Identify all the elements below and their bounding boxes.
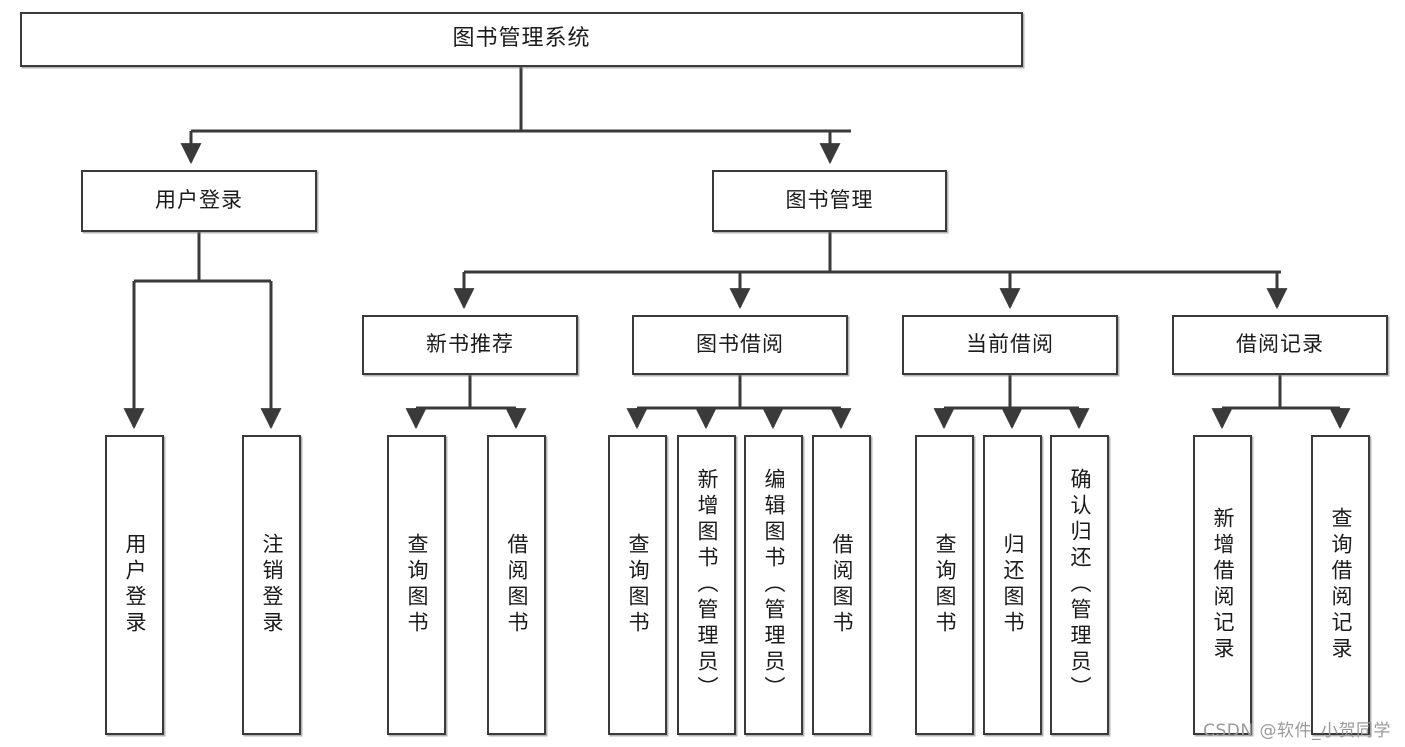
- node-leaf-logout-label: 注销登录: [260, 533, 284, 637]
- node-leaf-query-record-label: 查询借阅记录: [1329, 507, 1353, 663]
- node-leaf-query-book-1-label: 查询图书: [405, 533, 429, 637]
- node-leaf-borrow-book-2-label: 借阅图书: [830, 533, 854, 637]
- node-user-login[interactable]: 用户登录: [81, 170, 317, 232]
- node-leaf-user-login-label: 用户登录: [123, 533, 147, 637]
- node-leaf-confirm-return-label: 确认归还（管理员）: [1068, 468, 1092, 702]
- node-leaf-query-record[interactable]: 查询借阅记录: [1311, 435, 1370, 735]
- node-leaf-borrow-book-1[interactable]: 借阅图书: [487, 435, 546, 735]
- node-leaf-query-book-2-label: 查询图书: [626, 533, 650, 637]
- node-user-login-label: 用户登录: [155, 188, 243, 213]
- node-book-manage-label: 图书管理: [785, 188, 874, 213]
- node-book-borrow-label: 图书借阅: [696, 332, 784, 357]
- node-leaf-borrow-book-2[interactable]: 借阅图书: [812, 435, 871, 735]
- node-root-system-label: 图书管理系统: [452, 26, 591, 52]
- node-leaf-add-record-label: 新增借阅记录: [1211, 507, 1235, 663]
- node-leaf-return-book-label: 归还图书: [1001, 533, 1025, 637]
- node-leaf-query-book-3-label: 查询图书: [933, 533, 957, 637]
- node-current-borrow-label: 当前借阅: [966, 332, 1054, 357]
- node-leaf-logout[interactable]: 注销登录: [242, 435, 301, 735]
- node-leaf-edit-book-label: 编辑图书（管理员）: [762, 468, 786, 702]
- node-leaf-borrow-book-1-label: 借阅图书: [505, 533, 529, 637]
- node-leaf-add-book-label: 新增图书（管理员）: [695, 468, 719, 702]
- node-leaf-confirm-return[interactable]: 确认归还（管理员）: [1050, 435, 1109, 735]
- csdn-watermark: CSDN @软件_小贺同学: [1203, 721, 1391, 741]
- node-root-system[interactable]: 图书管理系统: [20, 12, 1023, 67]
- node-current-borrow[interactable]: 当前借阅: [902, 315, 1118, 375]
- node-leaf-user-login[interactable]: 用户登录: [105, 435, 164, 735]
- node-book-manage[interactable]: 图书管理: [712, 170, 947, 232]
- node-book-borrow[interactable]: 图书借阅: [632, 315, 848, 375]
- node-new-book-rec-label: 新书推荐: [426, 332, 514, 357]
- node-new-book-rec[interactable]: 新书推荐: [362, 315, 578, 375]
- node-leaf-return-book[interactable]: 归还图书: [983, 435, 1042, 735]
- node-leaf-query-book-2[interactable]: 查询图书: [608, 435, 667, 735]
- node-leaf-query-book-3[interactable]: 查询图书: [915, 435, 974, 735]
- node-leaf-add-record[interactable]: 新增借阅记录: [1193, 435, 1252, 735]
- node-leaf-add-book[interactable]: 新增图书（管理员）: [677, 435, 736, 735]
- node-borrow-record[interactable]: 借阅记录: [1172, 315, 1388, 375]
- node-borrow-record-label: 借阅记录: [1236, 332, 1324, 357]
- node-leaf-query-book-1[interactable]: 查询图书: [387, 435, 446, 735]
- node-leaf-edit-book[interactable]: 编辑图书（管理员）: [744, 435, 803, 735]
